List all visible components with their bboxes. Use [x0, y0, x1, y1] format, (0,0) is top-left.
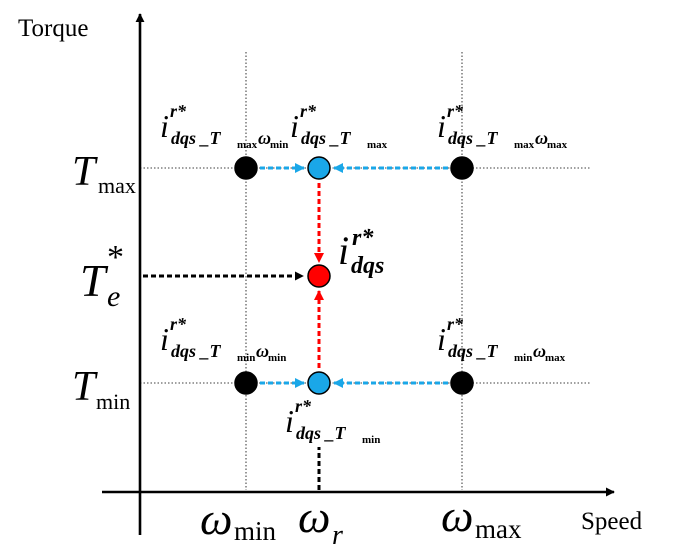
- svg-text:ω: ω: [298, 491, 330, 542]
- label-t-e: T e *: [80, 239, 124, 313]
- svg-text:r*: r*: [352, 225, 374, 251]
- label-i-tmin-wmin: i r* dqs _T min ω min: [160, 314, 286, 364]
- svg-text:ω: ω: [441, 490, 473, 541]
- label-i-tmin-wmax: i r* dqs _T min ω max: [437, 314, 566, 364]
- svg-text:dqs _T: dqs _T: [301, 128, 352, 148]
- svg-text:max: max: [514, 139, 535, 151]
- point-target: [307, 264, 331, 288]
- svg-text:ω: ω: [256, 341, 269, 361]
- svg-text:i: i: [338, 228, 349, 273]
- points: [234, 156, 474, 395]
- label-i-tmin: i r* dqs _T min: [285, 396, 380, 446]
- input-arrows: [143, 271, 321, 490]
- svg-text:i: i: [437, 108, 446, 144]
- label-i-tmax: i r* dqs _T max: [290, 101, 388, 151]
- svg-text:r*: r*: [295, 396, 312, 416]
- svg-text:r: r: [332, 520, 343, 551]
- point-tmax: [307, 156, 331, 180]
- svg-text:min: min: [96, 389, 130, 414]
- svg-text:ω: ω: [535, 128, 548, 148]
- svg-text:min: min: [234, 516, 277, 546]
- label-omega-r: ω r: [298, 491, 343, 551]
- point-tmax-wmin: [234, 156, 258, 180]
- y-axis-label: Torque: [18, 15, 88, 42]
- svg-text:dqs _T: dqs _T: [171, 341, 222, 361]
- svg-text:max: max: [545, 352, 566, 364]
- point-tmin: [307, 371, 331, 395]
- svg-text:min: min: [270, 139, 288, 151]
- svg-text:dqs _T: dqs _T: [296, 423, 347, 443]
- label-omega-max: ω max: [441, 490, 522, 544]
- svg-text:i: i: [285, 403, 294, 439]
- svg-text:T: T: [80, 255, 109, 306]
- svg-text:i: i: [160, 108, 169, 144]
- label-i-tmax-wmin: i r* dqs _T max ω min: [160, 101, 288, 151]
- label-t-min: T min: [72, 364, 130, 414]
- svg-text:r*: r*: [447, 101, 464, 121]
- svg-text:i: i: [290, 108, 299, 144]
- horizontal-arrows: [260, 163, 448, 388]
- svg-text:i: i: [437, 321, 446, 357]
- svg-text:dqs: dqs: [351, 253, 384, 279]
- label-t-max: T max: [72, 149, 136, 198]
- svg-text:T: T: [72, 149, 98, 195]
- svg-text:min: min: [362, 434, 380, 446]
- point-tmin-wmax: [450, 371, 474, 395]
- svg-text:dqs _T: dqs _T: [448, 341, 499, 361]
- svg-text:dqs _T: dqs _T: [171, 128, 222, 148]
- svg-text:ω: ω: [533, 341, 546, 361]
- svg-text:T: T: [72, 364, 98, 410]
- label-i-target: i r* dqs: [338, 225, 384, 279]
- label-omega-min: ω min: [200, 493, 277, 546]
- svg-text:r*: r*: [447, 314, 464, 334]
- svg-text:dqs _T: dqs _T: [448, 128, 499, 148]
- svg-text:r*: r*: [170, 101, 187, 121]
- svg-text:r*: r*: [170, 314, 187, 334]
- svg-text:min: min: [237, 352, 255, 364]
- svg-text:max: max: [367, 139, 388, 151]
- point-tmin-wmin: [234, 371, 258, 395]
- svg-text:max: max: [237, 139, 258, 151]
- x-axis-label: Speed: [581, 508, 643, 535]
- svg-text:ω: ω: [200, 493, 232, 544]
- svg-text:max: max: [547, 139, 568, 151]
- svg-text:e: e: [107, 280, 120, 313]
- svg-text:min: min: [268, 352, 286, 364]
- svg-text:ω: ω: [258, 128, 271, 148]
- svg-text:r*: r*: [300, 101, 317, 121]
- svg-text:max: max: [475, 514, 522, 544]
- svg-text:i: i: [160, 321, 169, 357]
- svg-text:min: min: [514, 352, 532, 364]
- point-tmax-wmax: [450, 156, 474, 180]
- svg-text:*: *: [107, 239, 124, 276]
- svg-text:max: max: [98, 173, 136, 198]
- label-i-tmax-wmax: i r* dqs _T max ω max: [437, 101, 568, 151]
